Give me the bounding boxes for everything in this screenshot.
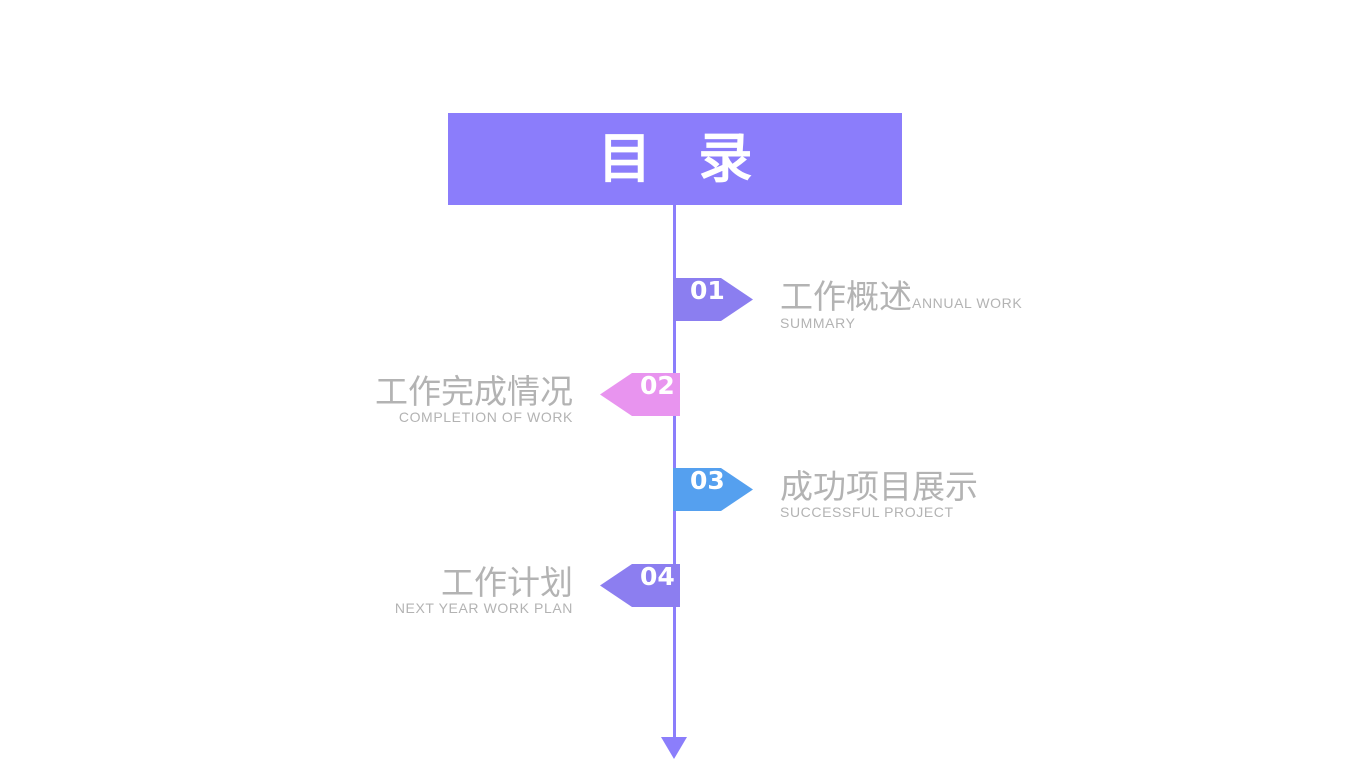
toc-title-en-04: NEXT YEAR WORK PLAN: [394, 599, 573, 616]
toc-labels-02: 工作完成情况 COMPLETION OF WORK: [375, 373, 573, 425]
toc-badge-04[interactable]: 04: [600, 564, 680, 607]
page-title: 目 录: [597, 127, 767, 190]
toc-entry-01[interactable]: 01 工作概述ANNUAL WORK SUMMARY: [673, 278, 1025, 332]
toc-title-en-03: SUCCESSFUL PROJECT: [780, 503, 954, 520]
toc-badge-03[interactable]: 03: [673, 468, 753, 511]
toc-entry-03[interactable]: 03 成功项目展示 SUCCESSFUL PROJECT: [673, 468, 978, 520]
title-banner: 目 录: [448, 113, 902, 205]
toc-number-02: 02: [640, 371, 675, 400]
toc-number-04: 04: [640, 562, 675, 591]
toc-title-en-02: COMPLETION OF WORK: [398, 408, 573, 425]
toc-badge-01[interactable]: 01: [673, 278, 753, 321]
toc-number-03: 03: [690, 466, 725, 495]
toc-labels-04: 工作计划 NEXT YEAR WORK PLAN: [395, 564, 573, 616]
toc-title-cn-01: 工作概述: [780, 277, 912, 316]
toc-title-cn-02: 工作完成情况: [375, 372, 573, 411]
toc-entry-04[interactable]: 工作计划 NEXT YEAR WORK PLAN 04: [0, 564, 680, 616]
toc-title-cn-03: 成功项目展示: [780, 467, 978, 506]
toc-badge-02[interactable]: 02: [600, 373, 680, 416]
toc-number-01: 01: [690, 276, 725, 305]
timeline-down-arrow-icon: [661, 737, 687, 759]
toc-title-en-01: ANNUAL WORK SUMMARY: [780, 295, 1023, 331]
toc-entry-02[interactable]: 工作完成情况 COMPLETION OF WORK 02: [0, 373, 680, 425]
toc-labels-03: 成功项目展示 SUCCESSFUL PROJECT: [780, 468, 978, 520]
toc-labels-01: 工作概述ANNUAL WORK SUMMARY: [780, 278, 1025, 332]
toc-title-cn-04: 工作计划: [441, 563, 573, 602]
